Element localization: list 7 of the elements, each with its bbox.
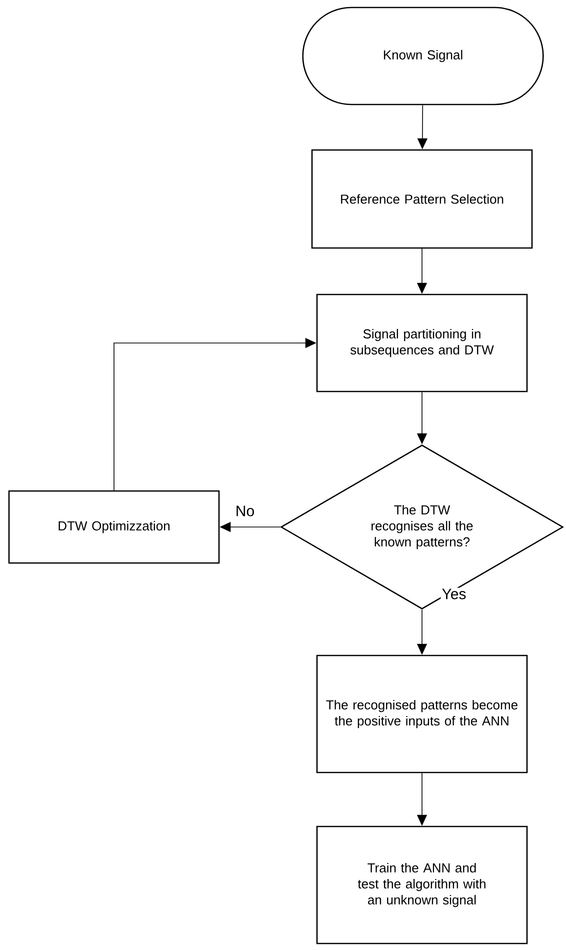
process-box: Reference Pattern Selection	[311, 149, 533, 249]
process-box: Signal partitioning in subsequences and DTW	[316, 294, 528, 392]
process-box: The recognised patterns become the positive inputs of the ANN	[316, 654, 528, 774]
edge-label: No	[234, 504, 256, 518]
edge-label: Yes	[440, 588, 468, 600]
process-box: Train the ANN and test the algorithm with an unknown signal	[316, 826, 528, 944]
process-box: DTW Optimizzation	[8, 490, 220, 564]
